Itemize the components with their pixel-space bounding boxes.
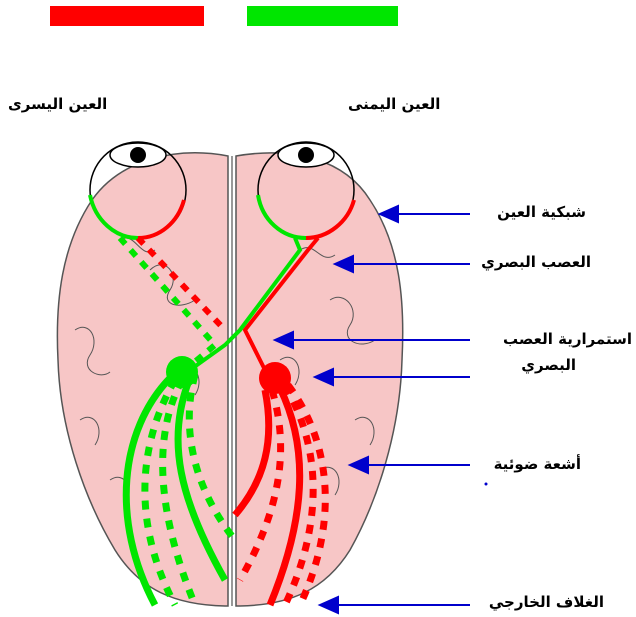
optic-tract-label-line1: استمرارية العصب [503,330,632,348]
optic-radiation-label: أشعة ضوئية [494,455,581,473]
optic-tract-label-line2: البصري [521,356,576,374]
retina-label: شبكية العين [497,203,586,221]
left-pupil [130,147,146,163]
stray-dot [485,483,488,486]
right-pupil [298,147,314,163]
left-eye-label: العين اليسرى [8,95,107,113]
optic-nerve-label: العصب البصري [481,253,591,271]
right-eye-label: العين اليمنى [348,95,440,113]
cortex-label: الغلاف الخارجي [489,593,604,611]
brain-outline [57,153,402,606]
